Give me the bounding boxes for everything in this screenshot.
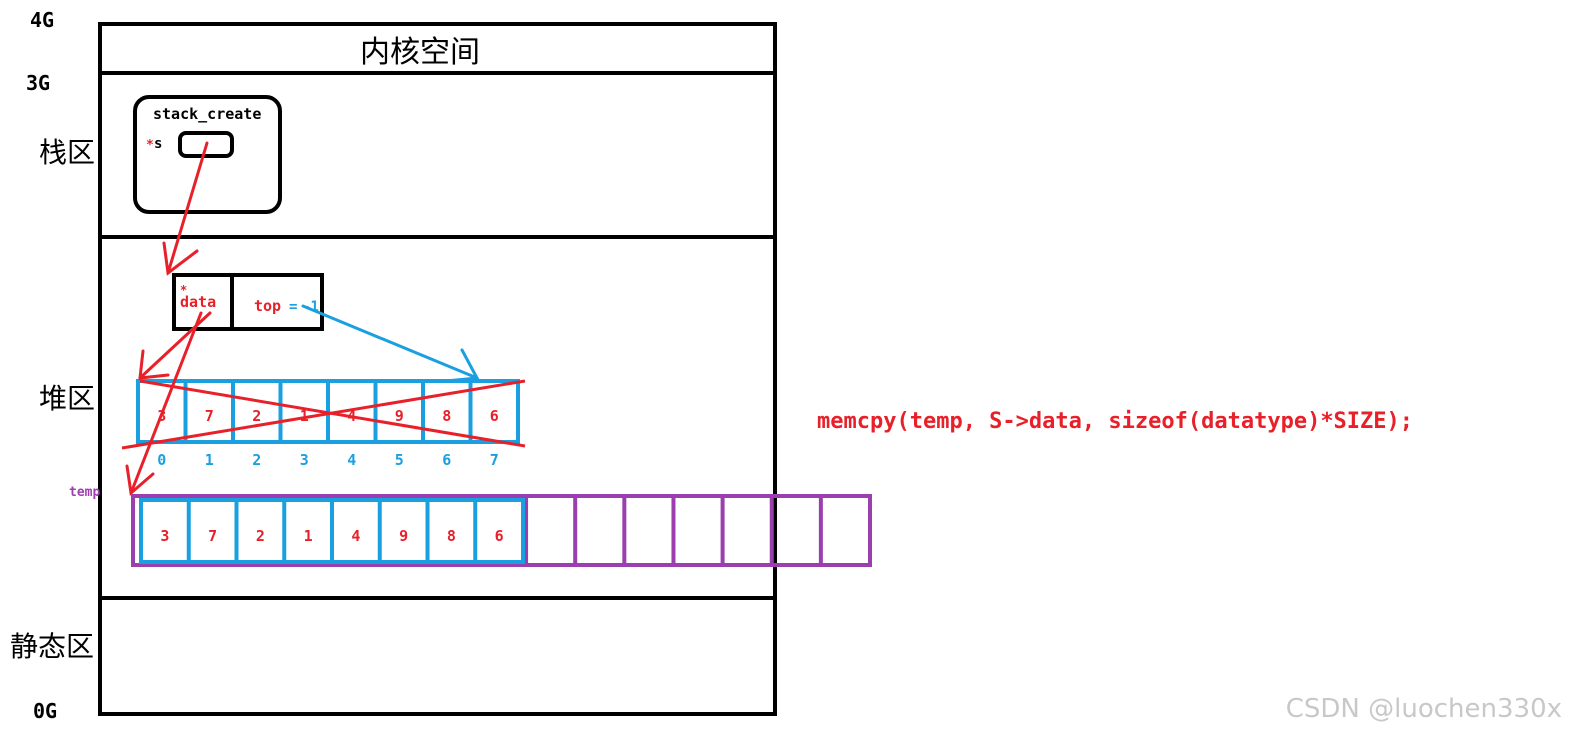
old-array-index-label: 5	[395, 451, 404, 469]
stack-struct-box	[172, 273, 324, 331]
new-array-outline	[131, 494, 872, 567]
region-label-static: 静态区	[10, 630, 94, 663]
old-array-cell-value: 6	[490, 407, 499, 425]
old-array-index-label: 6	[442, 451, 451, 469]
arrow-s-to-struct	[162, 141, 209, 276]
arrow-top-to-old-array	[301, 304, 480, 383]
watermark: CSDN @luochen330x	[1286, 694, 1562, 724]
old-array-cell-value: 7	[205, 407, 214, 425]
region-label-stack: 栈区	[39, 136, 95, 169]
memory-outer-box	[98, 22, 777, 716]
new-array-cell-value: 3	[160, 527, 169, 545]
new-array-cell-value: 7	[208, 527, 217, 545]
new-array: 3 7 2 1 4 9 8 6	[131, 494, 872, 567]
stack-pointer-star: *	[146, 138, 154, 153]
old-array-index-label: 3	[300, 451, 309, 469]
old-array: 3721498601234567	[136, 379, 520, 469]
new-array-cell-value: 4	[351, 527, 360, 545]
old-array-index-label: 4	[347, 451, 356, 469]
old-array-cell-value: 2	[252, 407, 261, 425]
new-array-cell-value: 6	[495, 527, 504, 545]
new-array-cell-value: 1	[304, 527, 313, 545]
new-array-cell-value: 9	[399, 527, 408, 545]
stack-frame-function-name: stack_create	[153, 105, 261, 123]
temp-pointer-label: temp	[69, 485, 100, 500]
old-array-index-label: 7	[490, 451, 499, 469]
old-array-index-label: 2	[252, 451, 261, 469]
address-label-4g: 4G	[30, 8, 54, 32]
new-array-cell-value: 8	[447, 527, 456, 545]
struct-top-field: top	[254, 297, 281, 315]
arrow-data-to-temp	[125, 311, 203, 496]
stack-pointer-slot	[178, 131, 234, 158]
memcpy-code-line: memcpy(temp, S->data, sizeof(datatype)*S…	[817, 409, 1413, 434]
old-array-index-label: 1	[205, 451, 214, 469]
old-array-index-label: 0	[157, 451, 166, 469]
stack-frame-box	[133, 95, 282, 214]
address-label-3g: 3G	[26, 71, 50, 95]
struct-top-equals: =	[289, 299, 297, 315]
old-array-cell-value: 8	[442, 407, 451, 425]
struct-data-field: data	[180, 293, 216, 311]
region-label-kernel: 内核空间	[360, 35, 480, 70]
cross-out-line-2	[121, 379, 526, 450]
address-label-0g: 0G	[33, 699, 57, 723]
new-array-cell-value: 2	[256, 527, 265, 545]
region-label-heap: 堆区	[39, 382, 95, 415]
struct-data-star: *	[180, 283, 187, 297]
stack-pointer-name: s	[154, 136, 162, 152]
old-array-cell-value: 9	[395, 407, 404, 425]
old-array-cell-value: 1	[300, 407, 309, 425]
